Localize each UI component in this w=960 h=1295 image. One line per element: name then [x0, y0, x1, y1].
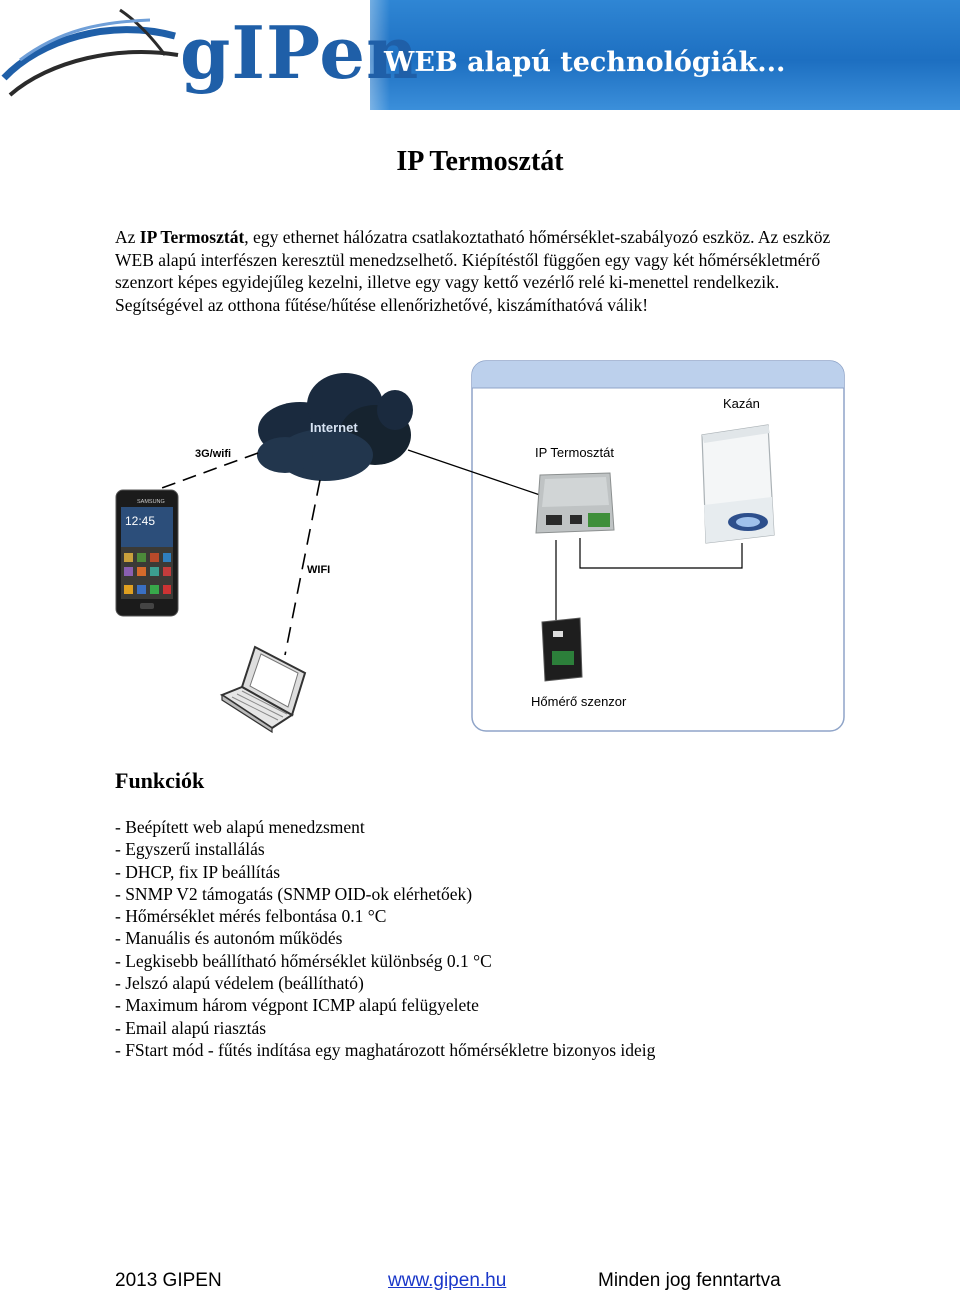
home-panel	[471, 360, 845, 732]
thermostat-label: IP Termosztát	[535, 445, 614, 460]
list-item: - SNMP V2 támogatás (SNMP OID-ok elérhet…	[115, 883, 473, 904]
page-footer: 2013 GIPEN www.gipen.hu Minden jog fennt…	[0, 1270, 960, 1294]
internet-label: Internet	[310, 420, 358, 435]
header-tagline: WEB alapú technológiák...	[384, 47, 786, 78]
list-item: - Maximum három végpont ICMP alapú felüg…	[115, 995, 479, 1016]
footer-website-link[interactable]: www.gipen.hu	[388, 1270, 507, 1291]
list-item: - Legkisebb beállítható hőmérséklet külö…	[115, 950, 492, 971]
page-title: IP Termosztát	[396, 146, 564, 177]
boiler-label: Kazán	[723, 396, 760, 411]
phone-time: 12:45	[125, 514, 155, 528]
feature-list: - Beépített web alapú menedzsment - Egys…	[115, 816, 655, 1061]
list-item: - Hőmérséklet mérés felbontása 0.1 °C	[115, 906, 387, 927]
list-item: - Email alapú riasztás	[115, 1017, 267, 1038]
temperature-sensor-icon	[541, 617, 583, 682]
intro-rest: , egy ethernet hálózatra csatlakoztathat…	[115, 227, 831, 315]
thermostat-device-icon	[535, 472, 615, 534]
boiler-icon	[701, 424, 775, 544]
laptop-icon	[219, 645, 307, 734]
connection-lines	[147, 449, 743, 656]
network-diagram: Internet 3G/wifi WIFI IP Termosztát Kazá…	[115, 360, 845, 734]
intro-lead-bold: IP Termosztát	[139, 227, 245, 247]
sensor-label: Hőmérő szenzor	[531, 694, 627, 709]
list-item: - Beépített web alapú menedzsment	[115, 817, 365, 837]
list-item: - DHCP, fix IP beállítás	[115, 861, 281, 882]
phone-brand: SAMSUNG	[137, 499, 165, 505]
list-item: - Egyszerű installálás	[115, 839, 265, 860]
banner-background	[370, 0, 960, 110]
internet-cloud-icon	[257, 373, 413, 481]
header-banner: gIPen WEB alapú technológiák...	[0, 0, 960, 110]
intro-paragraph: Az IP Termosztát, egy ethernet hálózatra…	[115, 226, 845, 316]
logo-swoosh-icon	[1, 8, 179, 97]
list-item: - Jelszó alapú védelem (beállítható)	[115, 973, 364, 994]
footer-rights: Minden jog fenntartva	[598, 1270, 781, 1291]
footer-copyright: 2013 GIPEN	[115, 1270, 222, 1291]
smartphone-icon	[115, 489, 179, 617]
mobile-link-label: 3G/wifi	[195, 448, 231, 460]
functions-heading: Funkciók	[115, 768, 205, 793]
intro-lead: Az	[115, 227, 140, 247]
wifi-link-label: WIFI	[307, 564, 330, 576]
list-item: - Manuális és autonóm működés	[115, 928, 343, 949]
banner-fade	[330, 0, 390, 110]
list-item: - FStart mód - fűtés indítása egy maghat…	[115, 1039, 656, 1060]
logo-text: gIPen	[180, 10, 420, 95]
